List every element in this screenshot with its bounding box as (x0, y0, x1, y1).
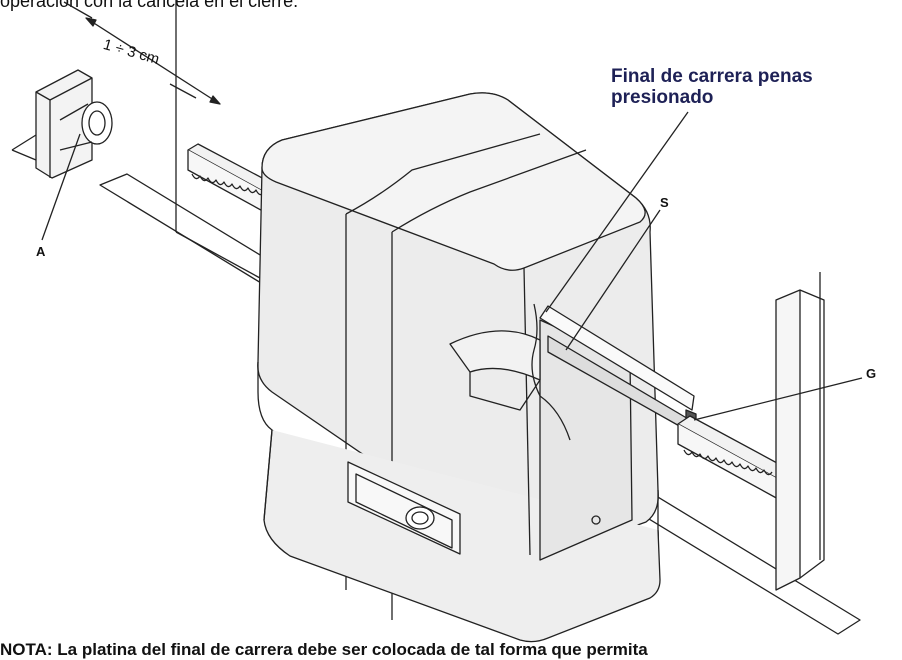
note-text: NOTA: La platina del final de carrera de… (0, 640, 648, 659)
title-line-1: Final de carrera penas (611, 66, 813, 87)
gear-rack-right (677, 415, 791, 501)
leader-lines (41, 111, 863, 421)
callout-g: G (866, 366, 877, 381)
gate-post (775, 272, 825, 591)
title-line-2: presionado (611, 87, 714, 108)
header-text: operación con la cancela en el cierre. (0, 0, 299, 11)
dimension-lines (63, 0, 261, 279)
motor-housing (257, 92, 661, 643)
callout-a: A (36, 244, 46, 259)
limit-switch-title: Final de carrera penas presionado (611, 66, 813, 108)
mechanical-stop-a (11, 69, 113, 179)
callout-s: S (660, 195, 669, 210)
